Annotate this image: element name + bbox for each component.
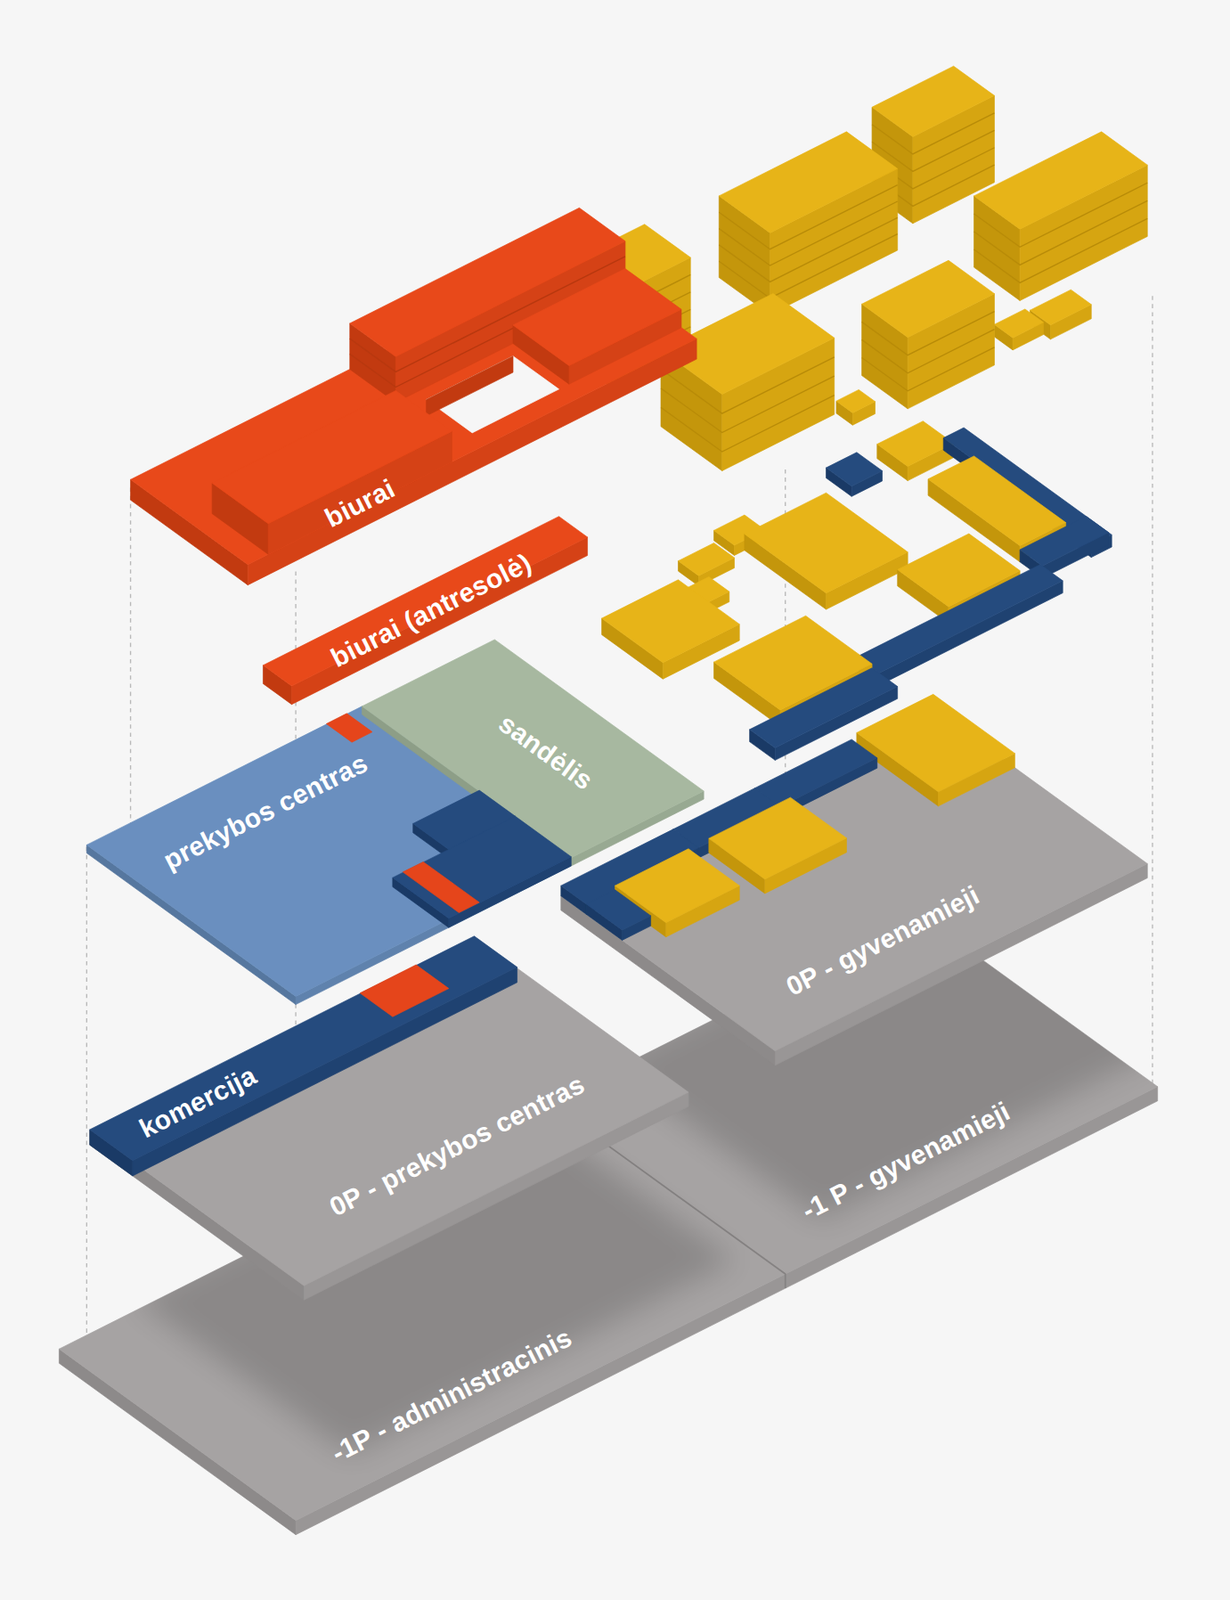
commerce-block-top — [392, 815, 571, 919]
commerce-strip-top — [856, 564, 1063, 674]
small-block-top — [836, 389, 876, 413]
tower-top — [974, 131, 1149, 229]
small-block-top — [993, 309, 1043, 338]
core-patch-top — [359, 964, 449, 1017]
floor-line — [660, 375, 835, 432]
core-patch-top — [325, 713, 373, 742]
projection-line — [86, 847, 88, 1358]
retail-level — [86, 639, 704, 1005]
floor-line — [660, 395, 835, 452]
level-0-left — [89, 936, 689, 1300]
floor-line — [718, 217, 897, 282]
residential-block-top — [708, 797, 848, 880]
commerce-strip-top — [749, 667, 898, 749]
residential-level-1 — [602, 421, 1113, 761]
office-bridge-top — [513, 268, 682, 367]
residential-block-top — [856, 693, 1015, 792]
tower-top — [718, 131, 897, 234]
residential-block-top — [744, 492, 908, 593]
offices — [130, 207, 698, 585]
tower-top — [871, 65, 994, 137]
core-patch-top — [402, 861, 480, 913]
projection-line — [1151, 295, 1153, 1087]
residential-block-top — [877, 421, 954, 467]
floor-line — [718, 234, 897, 299]
residential-block-top — [677, 542, 734, 576]
mezzanine-slab-front — [292, 537, 588, 705]
towers — [562, 65, 1148, 471]
commerce-block-top — [826, 452, 883, 487]
residential-block-top — [602, 579, 741, 663]
commerce-strip-top — [1019, 516, 1109, 567]
ground-slab-top — [89, 936, 689, 1286]
residential-block-top — [928, 456, 1067, 546]
projection-line — [130, 488, 131, 848]
commerce-strip-top — [586, 889, 651, 930]
tower-top — [862, 260, 995, 337]
